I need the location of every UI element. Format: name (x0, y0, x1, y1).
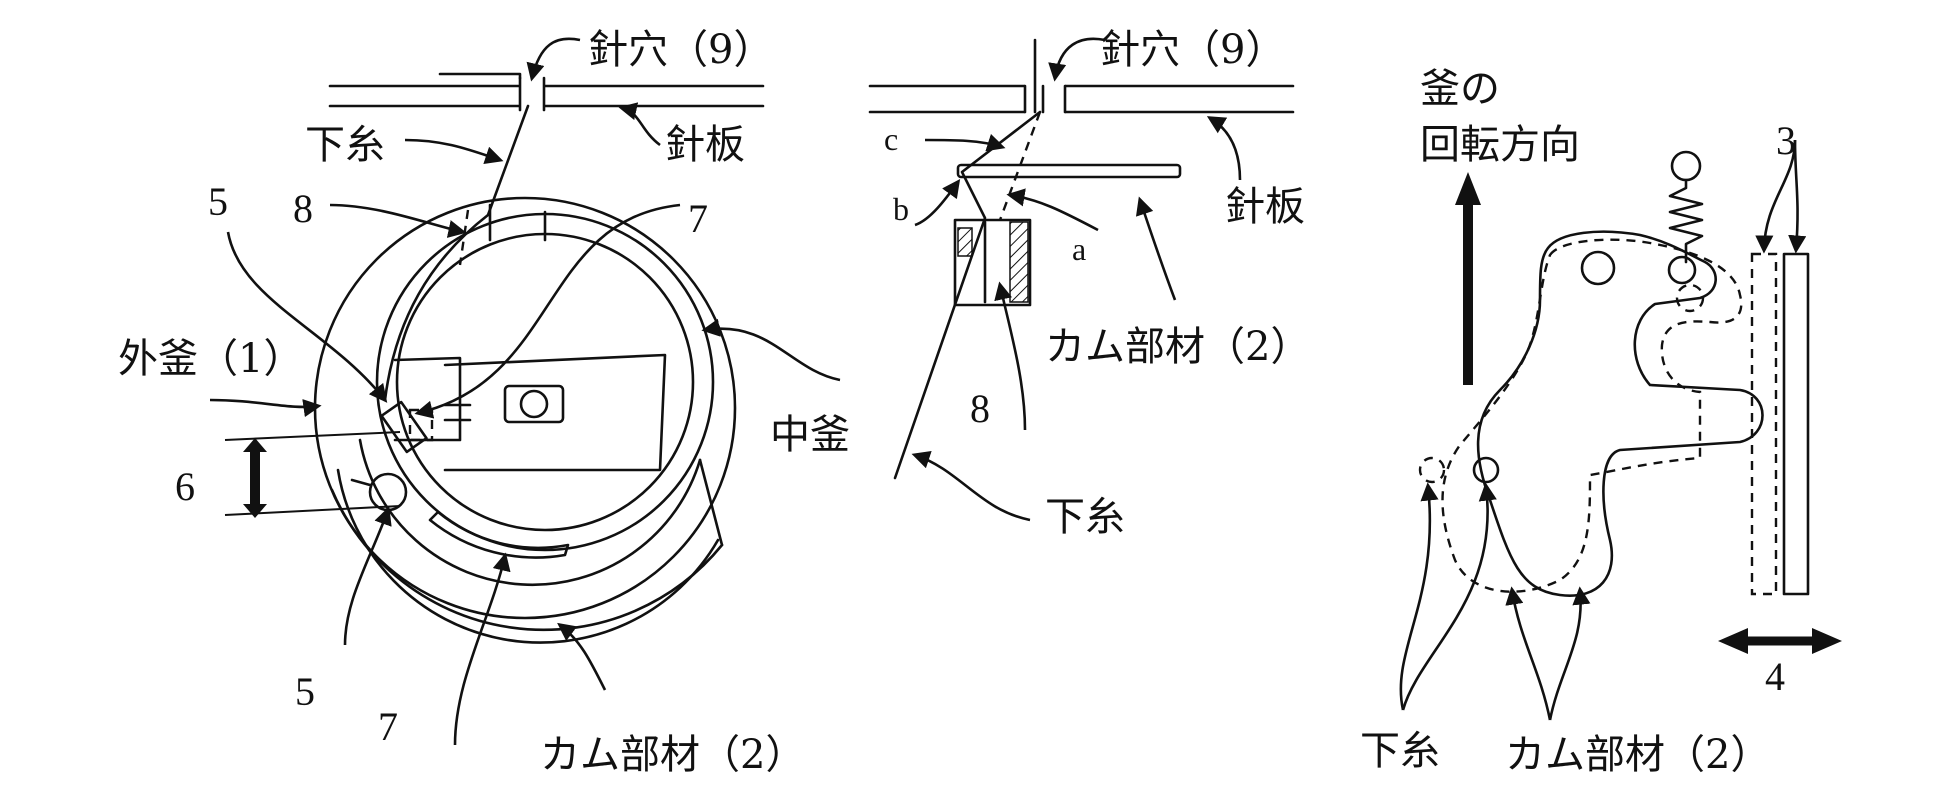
needle-plate-left (328, 72, 765, 112)
label-cam-member-left: カム部材（2） (540, 732, 805, 778)
lower-thread-line-left (486, 104, 530, 217)
cam-member-solid (1476, 230, 1764, 597)
label-lower-thread-left: 下糸 (305, 122, 385, 168)
label-a: a (1072, 231, 1086, 267)
leaders-right (1399, 139, 1807, 721)
label-b: b (893, 191, 909, 227)
label-8-left: 8 (293, 186, 313, 231)
label-lower-thread-middle: 下糸 (1045, 494, 1125, 540)
label-needle-plate-middle: 針板 (1225, 184, 1305, 230)
middle-panel: 針穴（9） c b a 針板 カム部材（2） 8 下糸 (868, 27, 1310, 540)
label-needle-plate-left: 針板 (665, 122, 745, 168)
label-7-top: 7 (688, 196, 708, 241)
dimension-6 (224, 431, 401, 518)
cam-member-dashed (1441, 238, 1743, 593)
label-rotation-line1: 釜の (1420, 66, 1500, 112)
double-arrow-icon (1718, 628, 1842, 654)
outer-hook (313, 196, 737, 644)
label-outer-hook: 外釜（1） (118, 336, 303, 382)
label-middle-hook: 中釜 (770, 412, 850, 458)
left-panel: 針穴（9） 下糸 針板 5 8 7 外釜（1） 中釜 6 5 7 カム部材（2） (118, 27, 850, 778)
plate-bar-middle (956, 163, 1182, 179)
cam-member-left (428, 510, 570, 559)
cam-block-middle (953, 218, 1032, 307)
label-lower-thread-right: 下糸 (1360, 728, 1440, 774)
label-5-top: 5 (208, 179, 228, 224)
label-5-bottom: 5 (295, 669, 315, 714)
label-6: 6 (175, 464, 195, 509)
label-8-middle: 8 (970, 386, 990, 431)
middle-hook (375, 203, 715, 552)
right-panel: 釜の 回転方向 3 4 下糸 カム部材（2） (1360, 66, 1842, 778)
label-rotation-line2: 回転方向 (1420, 122, 1580, 168)
part-5-circle (368, 472, 408, 512)
rotation-arrow (1455, 172, 1481, 385)
label-needle-hole-middle: 針穴（9） (1100, 27, 1285, 73)
label-cam-member-right: カム部材（2） (1505, 732, 1770, 778)
label-cam-member-middle: カム部材（2） (1045, 324, 1310, 370)
label-3: 3 (1776, 118, 1796, 163)
label-4: 4 (1765, 654, 1785, 699)
part-5-block (380, 400, 428, 454)
leaders-left (209, 37, 841, 746)
needle-plate-middle (868, 38, 1295, 114)
spring-icon (1668, 150, 1704, 264)
leaders-middle (911, 37, 1242, 522)
label-7-bottom: 7 (378, 704, 398, 749)
rails-3 (1750, 252, 1810, 596)
label-c: c (884, 121, 898, 157)
label-needle-hole-left: 針穴（9） (588, 27, 773, 73)
